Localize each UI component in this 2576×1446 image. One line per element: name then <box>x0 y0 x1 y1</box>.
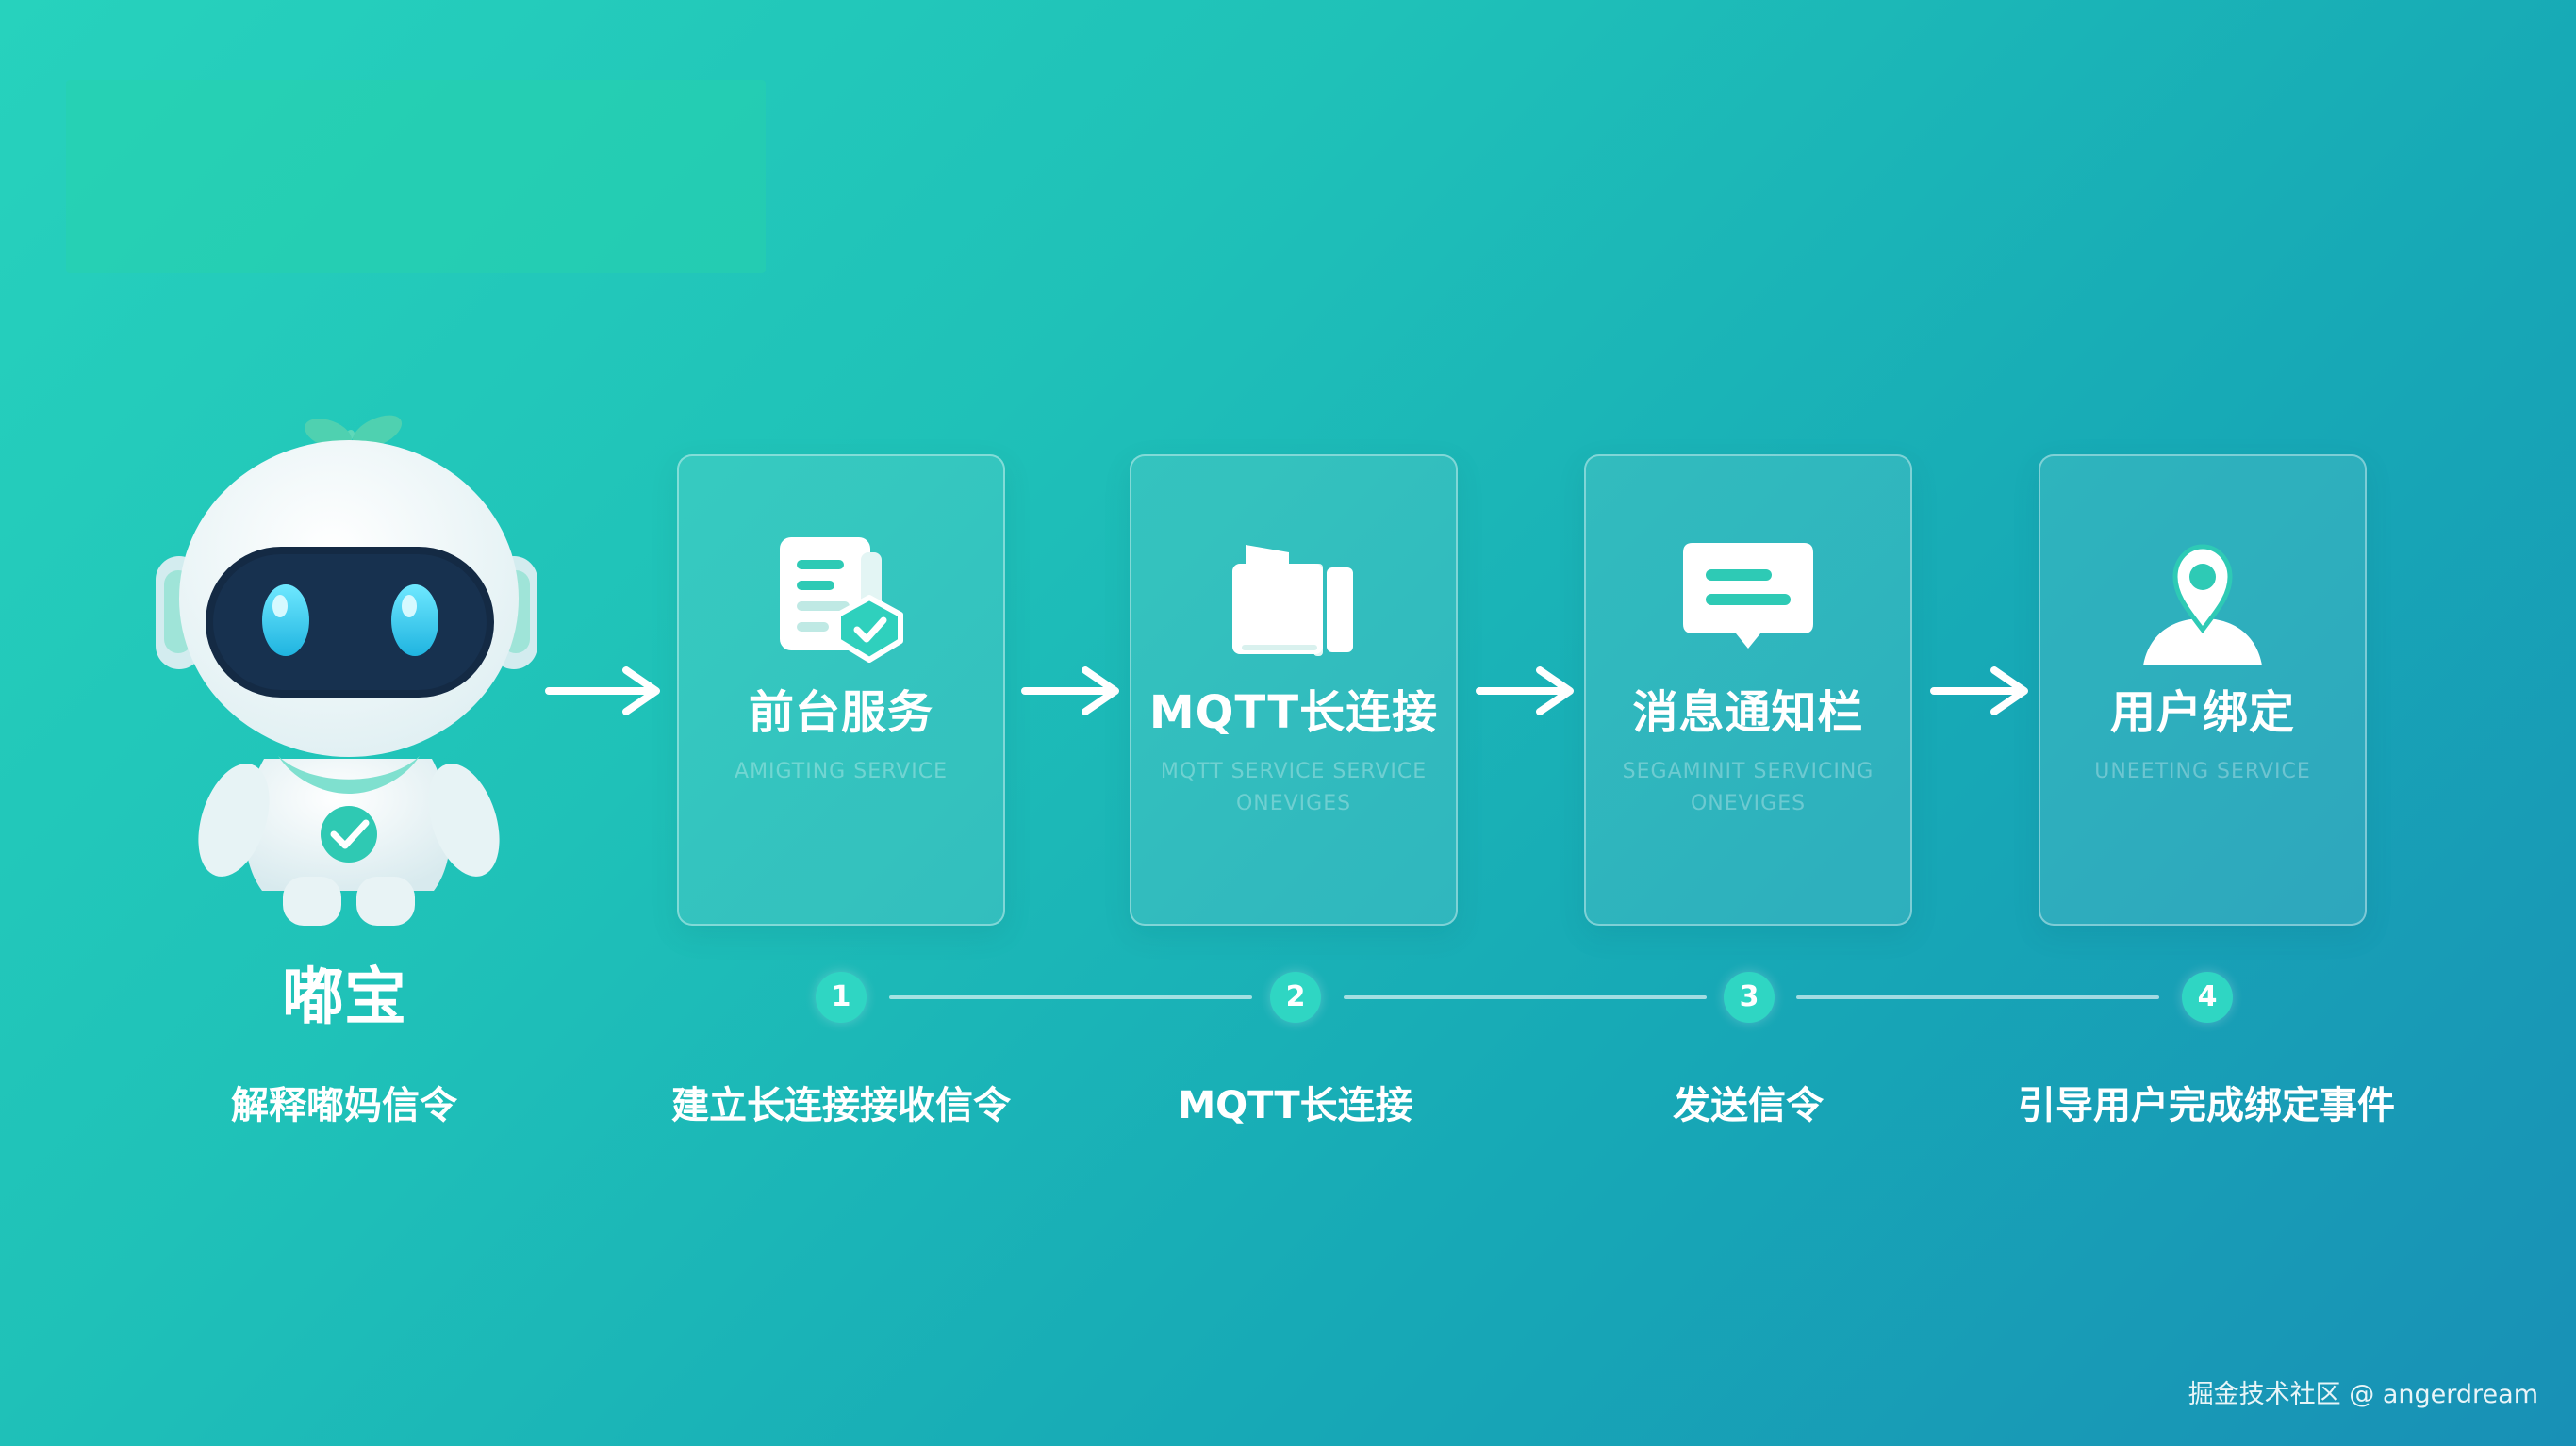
step-title: 前台服务 <box>748 686 933 739</box>
step-caption: MQTT长连接 <box>1178 1084 1413 1127</box>
step-caption: 引导用户完成绑定事件 <box>2018 1084 2395 1127</box>
arrow-right-icon <box>1021 666 1119 715</box>
step-subtitle: AMIGTING SERVICE <box>735 760 948 783</box>
step-title: MQTT长连接 <box>1148 686 1439 739</box>
step-caption: 建立长连接接收信令 <box>671 1084 1011 1127</box>
arrow-right-icon <box>1476 666 1574 715</box>
step-card-notification-bar: 消息通知栏 SEGAMINIT SERVICING ONEVIGES <box>1584 454 1912 926</box>
step-number-badge: 3 <box>1724 972 1775 1023</box>
step-title: 用户绑定 <box>2109 686 2295 739</box>
step-card-mqtt-connection: MQTT长连接 MQTT SERVICE SERVICE ONEVIGES <box>1130 454 1458 926</box>
step-caption: 发送信令 <box>1673 1084 1824 1127</box>
robot-caption: 解释嘟妈信令 <box>231 1084 457 1127</box>
arrow-right-icon <box>1930 666 2028 715</box>
watermark: 掘金技术社区 @ angerdream <box>2188 1380 2538 1409</box>
user-pin-icon <box>2143 544 2262 665</box>
timeline-connector <box>889 995 1252 999</box>
robot-name: 嘟宝 <box>282 961 406 1033</box>
message-icon <box>1683 543 1813 649</box>
background-panel <box>66 80 766 273</box>
step-card-user-binding: 用户绑定 UNEETING SERVICE <box>2039 454 2367 926</box>
arrow-right-icon <box>545 666 660 715</box>
document-shield-icon <box>780 537 903 663</box>
robot-mascot <box>151 405 556 937</box>
step-number-badge: 4 <box>2182 972 2233 1023</box>
step-number-badge: 2 <box>1270 972 1321 1023</box>
folder-icon <box>1232 545 1353 656</box>
step-subtitle: UNEETING SERVICE <box>2094 760 2311 783</box>
step-number-badge: 1 <box>816 972 867 1023</box>
step-card-frontend-service: 前台服务 AMIGTING SERVICE <box>677 454 1005 926</box>
robot-icon <box>156 415 537 926</box>
timeline-connector <box>1796 995 2159 999</box>
step-subtitle: SEGAMINIT SERVICING ONEVIGES <box>1622 760 1874 815</box>
step-subtitle: MQTT SERVICE SERVICE ONEVIGES <box>1160 760 1428 815</box>
step-title: 消息通知栏 <box>1632 686 1864 739</box>
timeline-connector <box>1344 995 1707 999</box>
